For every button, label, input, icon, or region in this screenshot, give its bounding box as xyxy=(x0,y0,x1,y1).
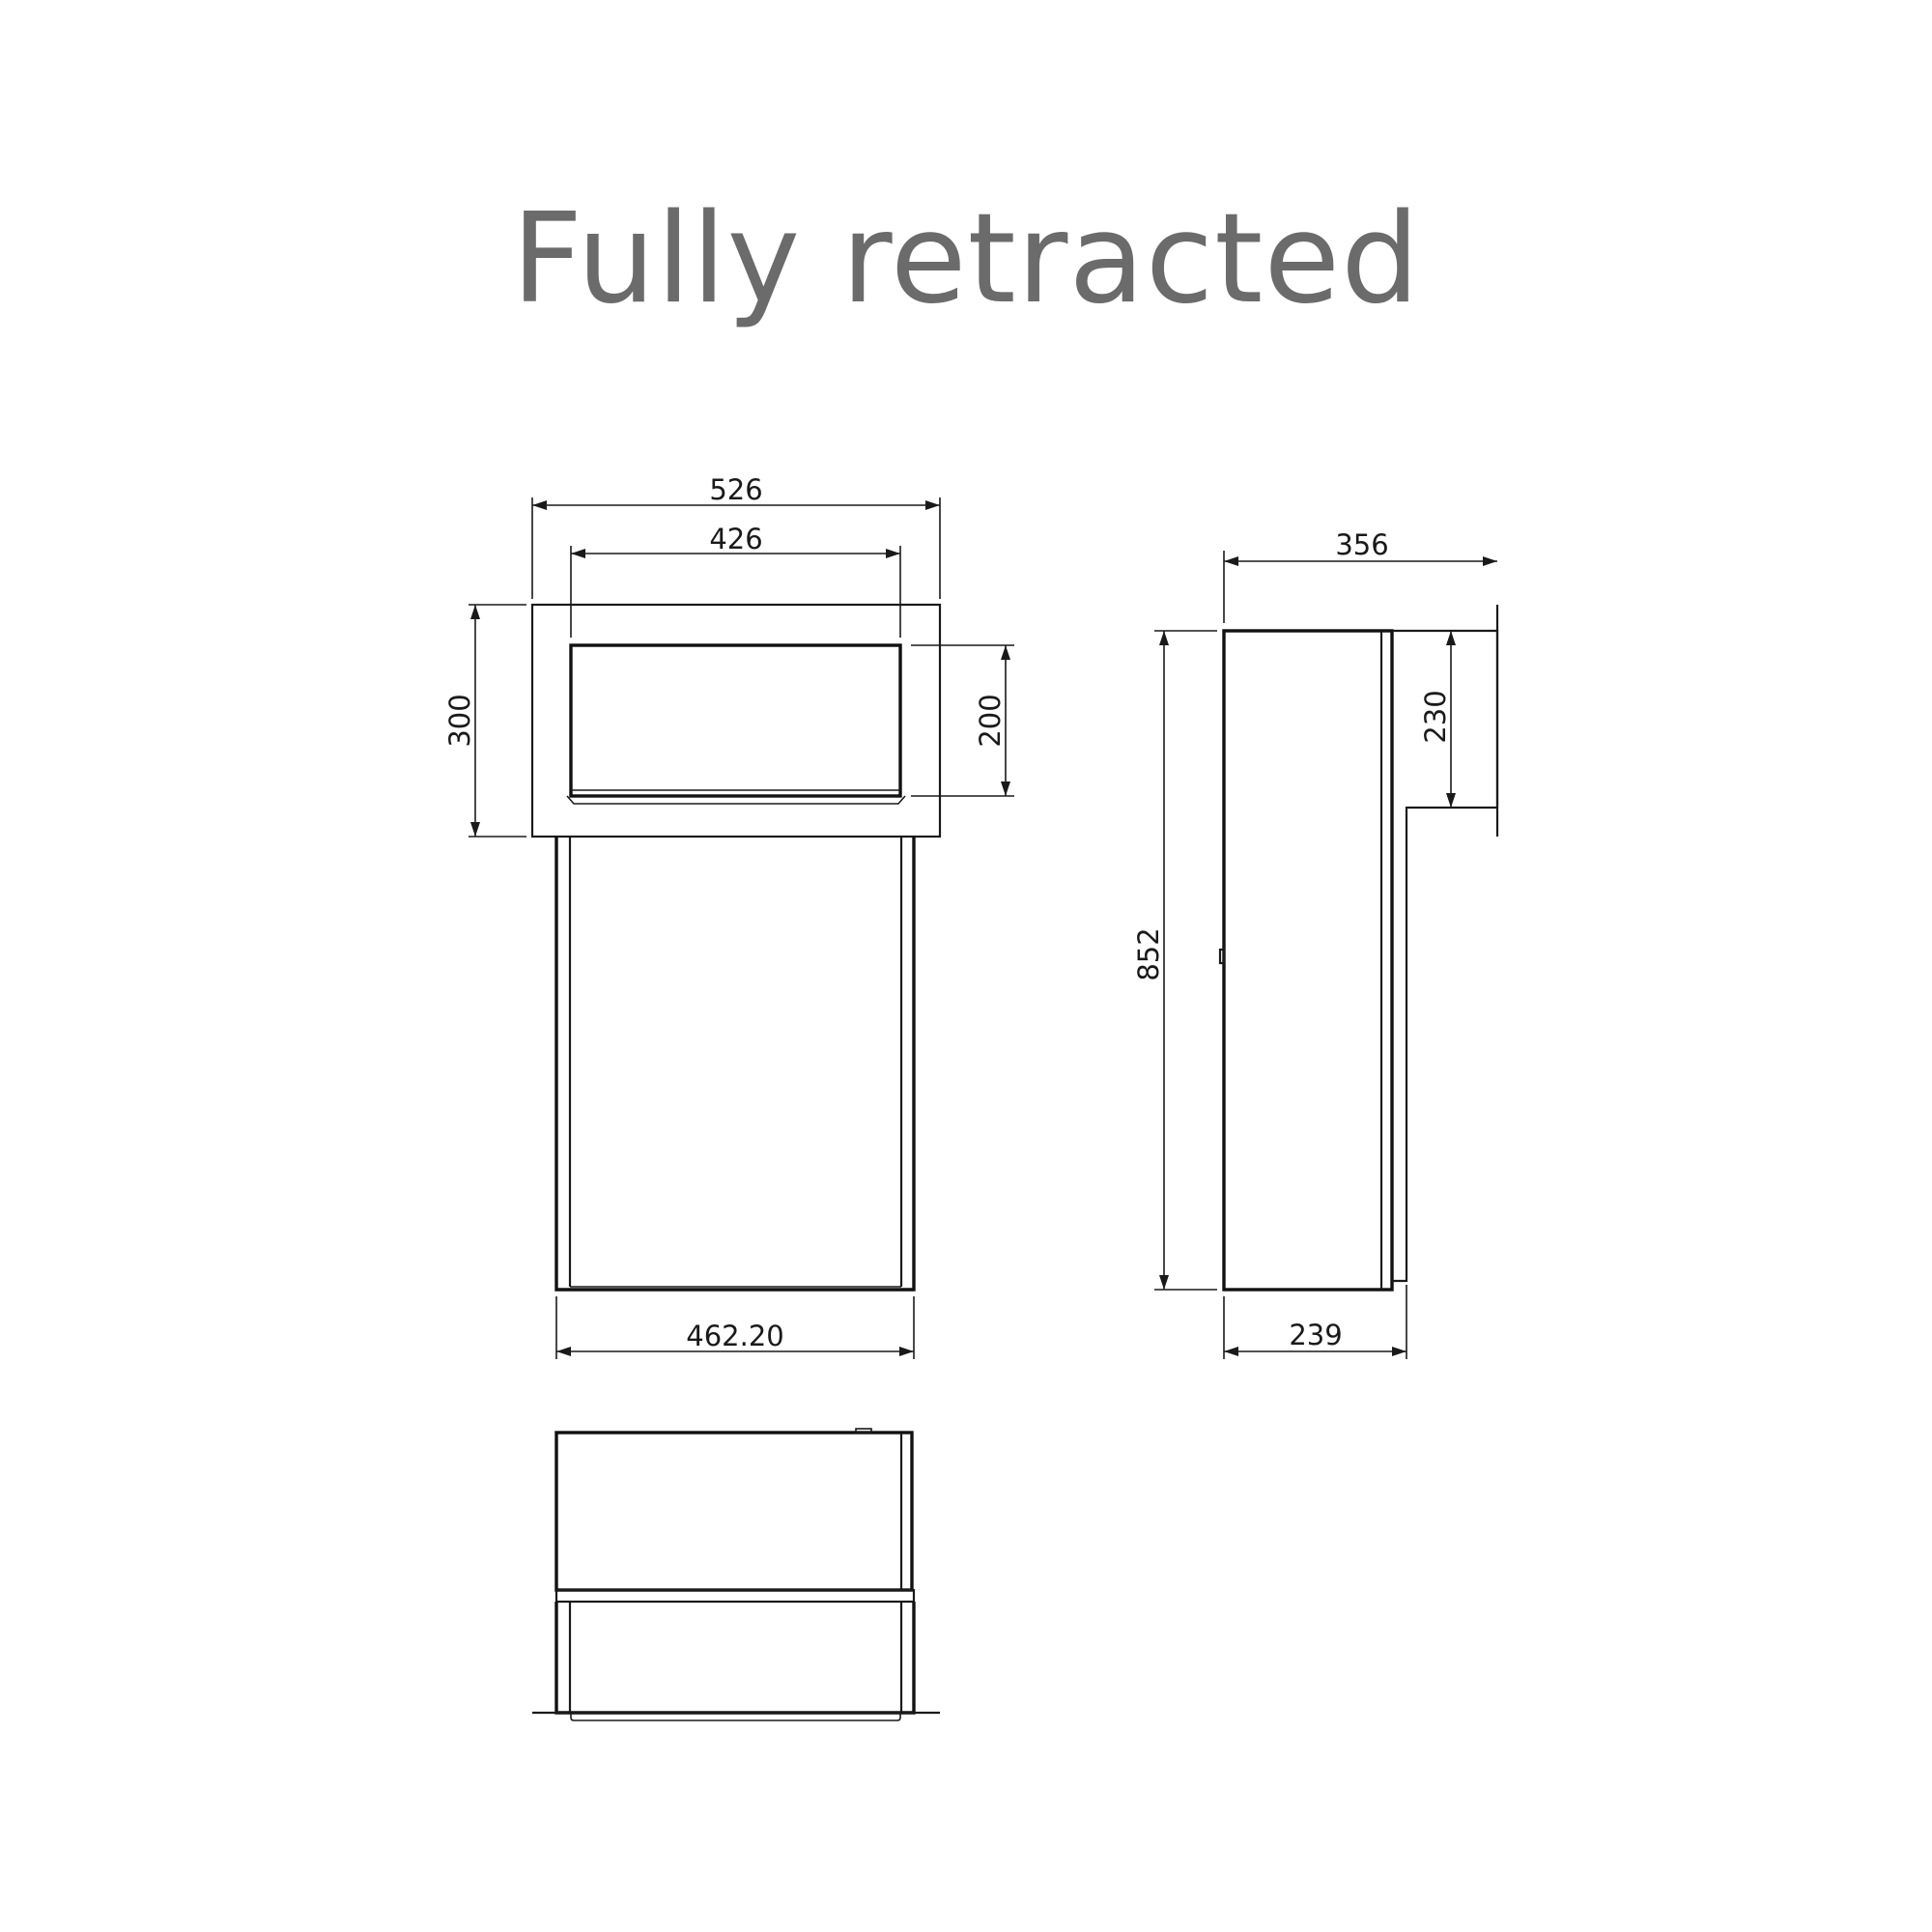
top-body-outline xyxy=(554,1431,914,1592)
arrow-230-bottom xyxy=(1446,793,1456,808)
side-view: 356 852 230 239 xyxy=(1132,528,1499,1359)
drawing-title: Fully retracted xyxy=(511,187,1421,331)
front-head-frame xyxy=(530,603,942,838)
side-hinge xyxy=(1218,948,1226,965)
arrow-239-right xyxy=(1392,1347,1406,1356)
arrow-426-right xyxy=(886,549,900,558)
dim-label-300: 300 xyxy=(443,694,476,747)
arrow-526-left xyxy=(532,500,547,510)
arrow-356-left xyxy=(1224,556,1238,566)
front-view: 526 426 300 200 462.20 xyxy=(443,473,1014,1359)
top-lower-outline xyxy=(554,1602,916,1715)
arrow-200-bottom xyxy=(1001,781,1010,796)
dim-label-852: 852 xyxy=(1132,927,1165,980)
dim-label-230: 230 xyxy=(1419,690,1452,743)
arrow-462-left xyxy=(556,1347,571,1356)
dim-label-200: 200 xyxy=(974,694,1007,747)
dim-label-526: 526 xyxy=(709,473,762,506)
dim-label-462: 462.20 xyxy=(686,1320,783,1352)
top-view xyxy=(532,1428,940,1721)
arrow-462-right xyxy=(899,1347,914,1356)
top-flange xyxy=(554,1588,916,1604)
side-body-outline xyxy=(1222,629,1394,1292)
arrow-356-right xyxy=(1483,556,1497,566)
front-opening xyxy=(569,643,902,798)
front-body-outline xyxy=(554,837,916,1292)
opening-lip xyxy=(566,795,906,805)
arrow-852-top xyxy=(1159,631,1169,645)
arrow-426-left xyxy=(571,549,585,558)
dim-label-426: 426 xyxy=(709,523,762,555)
dim-label-356: 356 xyxy=(1335,528,1388,561)
arrow-300-bottom xyxy=(470,822,480,837)
arrow-230-top xyxy=(1446,631,1456,645)
dim-label-239: 239 xyxy=(1289,1319,1342,1351)
arrow-526-right xyxy=(925,500,940,510)
top-front-lip xyxy=(570,1713,901,1721)
arrow-852-bottom xyxy=(1159,1275,1169,1290)
side-inlet-chute xyxy=(1392,629,1499,1283)
arrow-200-top xyxy=(1001,645,1010,660)
arrow-239-left xyxy=(1224,1347,1238,1356)
top-latch xyxy=(855,1428,872,1434)
arrow-300-top xyxy=(470,605,480,619)
